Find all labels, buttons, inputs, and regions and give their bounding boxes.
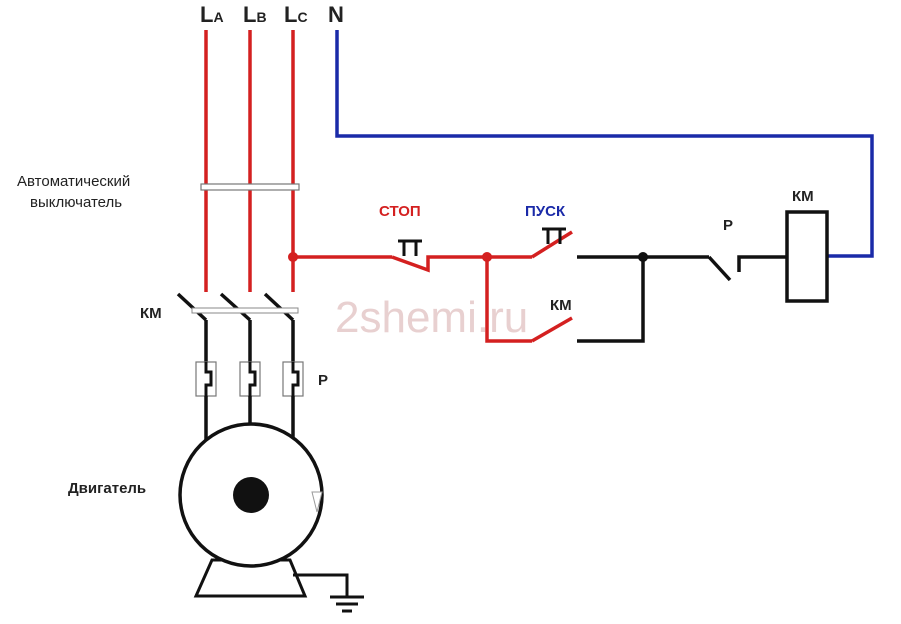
stop-label: СТОП (379, 203, 421, 220)
km-contact-a (176, 292, 208, 322)
phase-conductors (204, 30, 295, 292)
km-power-label: КМ (140, 305, 162, 322)
relay-contact (707, 255, 732, 282)
breaker-label-line2: выключатель (30, 194, 122, 211)
ground-icon (293, 573, 364, 613)
control-circuit-red (293, 230, 573, 343)
control-circuit-black (577, 210, 829, 343)
motor (178, 422, 324, 598)
phase-la-label: LA (200, 2, 224, 27)
stop-switch-contact (391, 255, 487, 273)
km-contact-c (263, 292, 295, 322)
stop-button-icon (398, 239, 422, 256)
wire-relay-to-coil (737, 255, 787, 272)
breaker-label-line1: Автоматический (17, 173, 130, 190)
km-aux-label: КМ (550, 297, 572, 314)
relay-power-label: Р (318, 372, 328, 389)
start-label: ПУСК (525, 203, 566, 220)
km-aux-contact (531, 316, 573, 343)
km-contact-b (219, 292, 252, 322)
km-power-contacts (176, 292, 295, 362)
motor-marker (311, 491, 323, 513)
thermal-relay (195, 361, 304, 397)
km-mechanical-link (191, 307, 299, 314)
phase-lb-label: LB (243, 2, 267, 27)
wire-to-km-aux (485, 257, 532, 343)
neutral-line (335, 30, 874, 258)
watermark: 2shemi.ru (335, 293, 528, 342)
wire-km-aux-return (577, 257, 645, 343)
motor-shaft (233, 477, 269, 513)
relay-control-label: Р (723, 217, 733, 234)
breaker-bar (200, 183, 300, 191)
start-button-icon (542, 227, 566, 244)
phase-lc-label: LC (284, 2, 308, 27)
junction-dot (288, 252, 298, 262)
junction-dot (638, 252, 648, 262)
junction-dot (482, 252, 492, 262)
km-coil (785, 210, 829, 303)
circuit-breaker (200, 183, 300, 191)
coil-label: КМ (792, 188, 814, 205)
start-switch-contact (531, 230, 573, 259)
motor-label: Двигатель (68, 480, 146, 497)
neutral-label: N (328, 2, 344, 27)
